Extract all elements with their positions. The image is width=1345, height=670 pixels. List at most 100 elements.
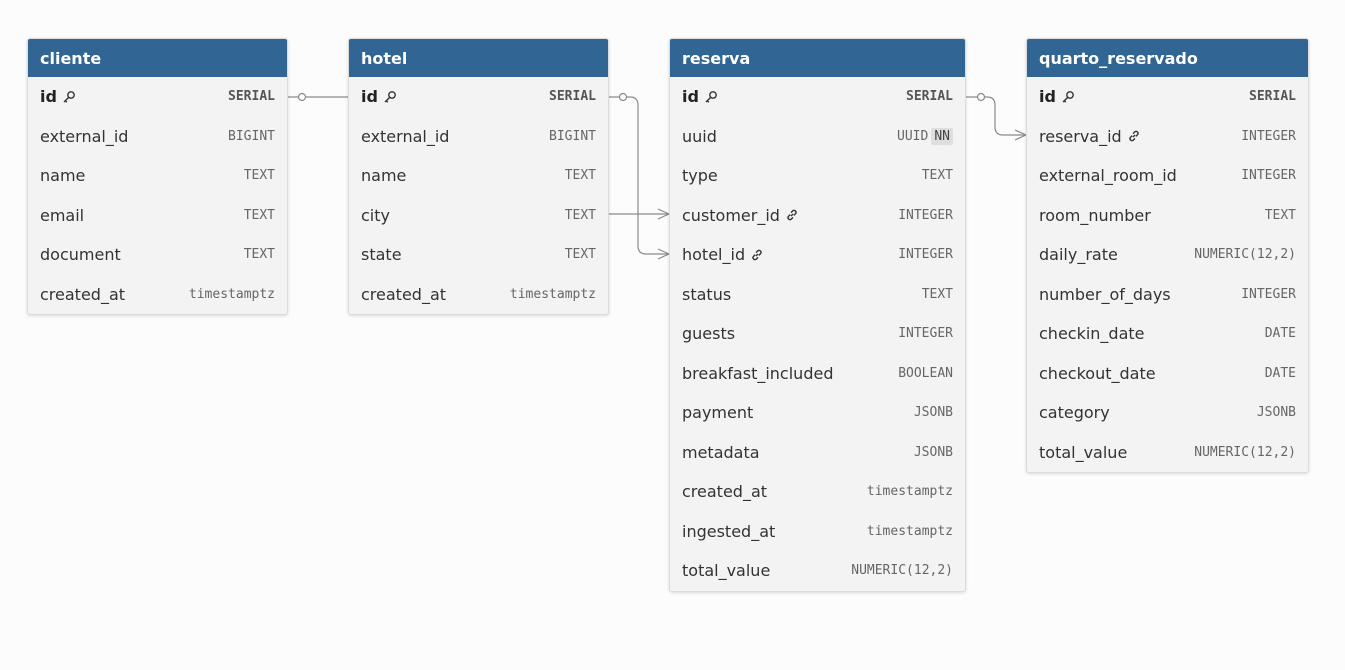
column-row-city[interactable]: city TEXT xyxy=(349,196,608,236)
column-type: TEXT xyxy=(564,207,596,223)
column-name: id xyxy=(1039,87,1056,107)
column-row-daily-rate[interactable]: daily_rate NUMERIC(12,2) xyxy=(1027,235,1308,275)
column-name: document xyxy=(40,245,121,265)
column-type: TEXT xyxy=(564,247,596,263)
column-row-ingested-at[interactable]: ingested_at timestamptz xyxy=(670,512,965,552)
column-type: BOOLEAN xyxy=(898,365,953,381)
column-type: TEXT xyxy=(921,286,953,302)
primary-key-icon xyxy=(1061,90,1075,104)
column-name: uuid xyxy=(682,126,717,146)
column-type: INTEGER xyxy=(898,247,953,263)
column-row-status[interactable]: status TEXT xyxy=(670,275,965,315)
optional-circle-marker xyxy=(297,92,307,102)
column-row-category[interactable]: category JSONB xyxy=(1027,393,1308,433)
table-header[interactable]: quarto_reservado xyxy=(1027,39,1308,77)
table-cliente[interactable]: cliente id SERIAL external_id BIGINT nam… xyxy=(27,38,288,315)
column-name: name xyxy=(40,166,86,186)
foreign-key-link-icon xyxy=(785,208,799,222)
column-row-total-value[interactable]: total_value NUMERIC(12,2) xyxy=(670,551,965,591)
column-name: name xyxy=(361,166,407,186)
connector-hotel-reserva-hotel-id xyxy=(608,96,669,255)
table-header[interactable]: hotel xyxy=(349,39,608,77)
column-name: checkin_date xyxy=(1039,324,1145,344)
column-type: timestamptz xyxy=(866,523,953,539)
many-crowfoot-marker xyxy=(1014,129,1027,141)
column-name: external_id xyxy=(40,126,129,146)
column-type: INTEGER xyxy=(1241,128,1296,144)
column-type: timestamptz xyxy=(509,286,596,302)
column-type: TEXT xyxy=(243,247,275,263)
table-hotel[interactable]: hotel id SERIAL external_id BIGINT name … xyxy=(348,38,609,315)
column-row-email[interactable]: email TEXT xyxy=(28,196,287,236)
column-row-total-value[interactable]: total_value NUMERIC(12,2) xyxy=(1027,433,1308,473)
table-quarto-reservado[interactable]: quarto_reservado id SERIAL reserva_id IN… xyxy=(1026,38,1309,473)
column-row-id[interactable]: id SERIAL xyxy=(670,77,965,117)
column-name: hotel_id xyxy=(682,245,746,265)
column-type: UUID xyxy=(897,128,929,144)
column-name: city xyxy=(361,205,390,225)
many-crowfoot-marker xyxy=(657,248,670,260)
column-name: ingested_at xyxy=(682,521,776,541)
column-row-hotel-id[interactable]: hotel_id INTEGER xyxy=(670,235,965,275)
column-name: category xyxy=(1039,403,1110,423)
column-row-id[interactable]: id SERIAL xyxy=(1027,77,1308,117)
column-row-reserva-id[interactable]: reserva_id INTEGER xyxy=(1027,117,1308,157)
column-type: TEXT xyxy=(243,207,275,223)
column-row-state[interactable]: state TEXT xyxy=(349,235,608,275)
column-type: TEXT xyxy=(921,168,953,184)
column-name: external_room_id xyxy=(1039,166,1177,186)
column-row-created-at[interactable]: created_at timestamptz xyxy=(349,275,608,315)
column-type: timestamptz xyxy=(188,286,275,302)
column-type: DATE xyxy=(1264,326,1296,342)
column-row-name[interactable]: name TEXT xyxy=(349,156,608,196)
many-crowfoot-marker xyxy=(657,208,670,220)
not-null-badge: NN xyxy=(931,127,953,145)
column-row-document[interactable]: document TEXT xyxy=(28,235,287,275)
column-row-id[interactable]: id SERIAL xyxy=(349,77,608,117)
column-row-customer-id[interactable]: customer_id INTEGER xyxy=(670,196,965,236)
table-header[interactable]: cliente xyxy=(28,39,287,77)
column-row-metadata[interactable]: metadata JSONB xyxy=(670,433,965,473)
column-type: INTEGER xyxy=(1241,286,1296,302)
column-name: total_value xyxy=(1039,442,1128,462)
column-row-external-id[interactable]: external_id BIGINT xyxy=(349,117,608,157)
column-type: INTEGER xyxy=(898,207,953,223)
connector-reserva-quarto-reservado xyxy=(965,96,1026,136)
column-type: INTEGER xyxy=(898,326,953,342)
column-row-id[interactable]: id SERIAL xyxy=(28,77,287,117)
column-name: checkout_date xyxy=(1039,363,1156,383)
column-row-name[interactable]: name TEXT xyxy=(28,156,287,196)
column-type: SERIAL xyxy=(549,89,596,105)
column-row-checkin-date[interactable]: checkin_date DATE xyxy=(1027,314,1308,354)
column-row-guests[interactable]: guests INTEGER xyxy=(670,314,965,354)
column-row-number-of-days[interactable]: number_of_days INTEGER xyxy=(1027,275,1308,315)
column-name: id xyxy=(682,87,699,107)
column-row-external-id[interactable]: external_id BIGINT xyxy=(28,117,287,157)
column-type: TEXT xyxy=(243,168,275,184)
column-row-external-room-id[interactable]: external_room_id INTEGER xyxy=(1027,156,1308,196)
column-type: BIGINT xyxy=(549,128,596,144)
column-row-breakfast-included[interactable]: breakfast_included BOOLEAN xyxy=(670,354,965,394)
column-row-created-at[interactable]: created_at timestamptz xyxy=(670,472,965,512)
column-row-type[interactable]: type TEXT xyxy=(670,156,965,196)
column-name: created_at xyxy=(40,284,126,304)
column-name: id xyxy=(40,87,57,107)
primary-key-icon xyxy=(704,90,718,104)
column-name: number_of_days xyxy=(1039,284,1171,304)
column-type: SERIAL xyxy=(228,89,275,105)
column-row-payment[interactable]: payment JSONB xyxy=(670,393,965,433)
column-name: reserva_id xyxy=(1039,126,1122,146)
column-type: SERIAL xyxy=(906,89,953,105)
column-type: TEXT xyxy=(564,168,596,184)
column-type: DATE xyxy=(1264,365,1296,381)
table-header[interactable]: reserva xyxy=(670,39,965,77)
column-name: type xyxy=(682,166,718,186)
column-row-room-number[interactable]: room_number TEXT xyxy=(1027,196,1308,236)
column-type: BIGINT xyxy=(228,128,275,144)
column-row-checkout-date[interactable]: checkout_date DATE xyxy=(1027,354,1308,394)
column-row-created-at[interactable]: created_at timestamptz xyxy=(28,275,287,315)
column-type: NUMERIC(12,2) xyxy=(1194,444,1296,460)
